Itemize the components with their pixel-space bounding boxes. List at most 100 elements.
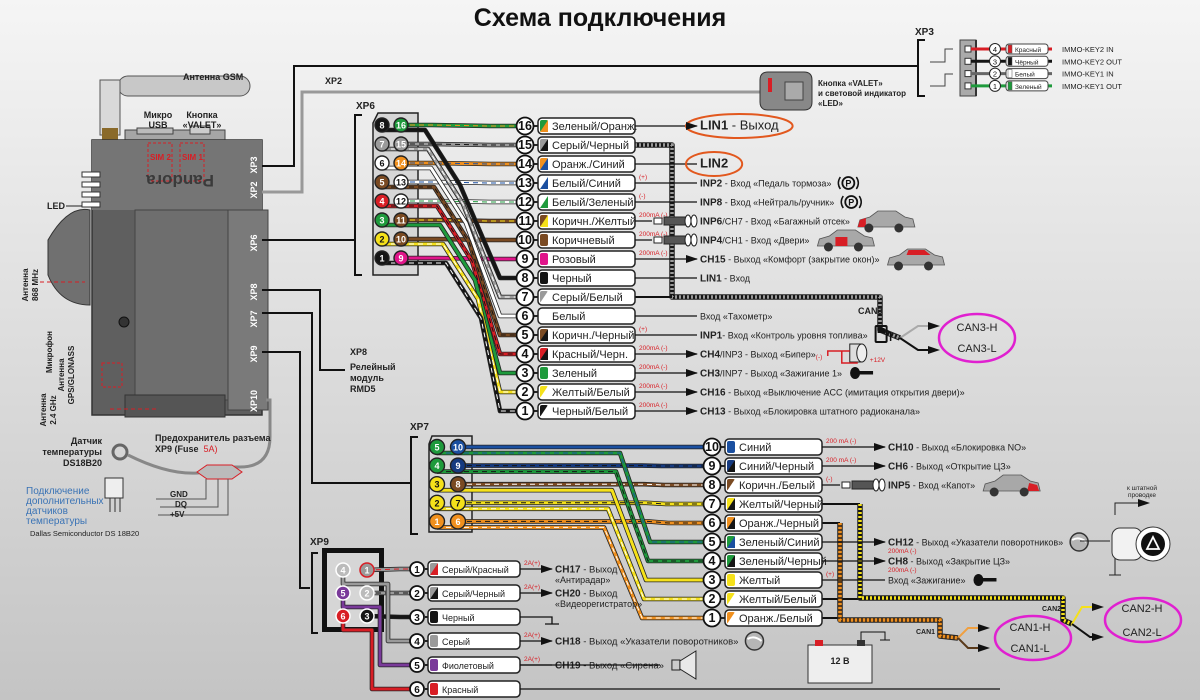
function-description: CH20 - Выход <box>555 589 618 600</box>
xp2-label: XP2 <box>325 76 342 86</box>
port-xp8-label: XP8 <box>249 283 259 300</box>
connector-pin <box>449 494 467 511</box>
connector-pin-number: 5 <box>434 443 439 453</box>
current-rating-note: 200mA (-) <box>639 383 668 390</box>
current-rating-note: 2A(+) <box>524 632 540 639</box>
pin-number: 5 <box>709 535 716 549</box>
pin-number-badge <box>702 513 722 533</box>
connector-pin-number: 12 <box>396 197 406 207</box>
connector-pin-number: 2 <box>364 589 369 599</box>
wire-color-name: Желтый <box>739 575 780 587</box>
pin-number-badge <box>702 551 722 571</box>
channel-function: «Видеорегистратор» <box>555 599 642 609</box>
channel-code: CH8 <box>888 557 908 568</box>
pin-number-badge <box>515 401 535 421</box>
pin-number: 12 <box>518 195 532 209</box>
led-indicator <box>81 191 101 198</box>
xp7-wire-1 <box>437 525 705 621</box>
channel-code: CH20 <box>555 589 581 600</box>
connector-pin-number: 7 <box>455 498 460 508</box>
arrow-icon <box>928 322 940 330</box>
key-icon <box>973 574 997 586</box>
pin-number: 7 <box>522 290 529 304</box>
function-description: INP6/CH7 - Вход «Багажный отсек» <box>700 217 850 228</box>
pin-number: 11 <box>518 214 531 228</box>
wire-color-chip <box>727 441 735 453</box>
xp7-label: XP7 <box>410 422 429 433</box>
pin-number-badge <box>409 561 425 577</box>
arrow-icon <box>1092 633 1104 641</box>
extra-sensors-label: Подключение <box>26 486 90 497</box>
xp6-wire-5 <box>382 184 518 338</box>
pin-number: 2 <box>414 589 420 600</box>
microphone-label: Микрофон <box>45 331 54 373</box>
immo-signal-label: IMMO-KEY1 IN <box>1062 70 1114 79</box>
current-rating-note: 200mA (-) <box>639 212 668 219</box>
connector-pin <box>393 117 409 133</box>
function-description: CH19 - Выход «Сирена» <box>555 661 664 672</box>
connector-pin <box>428 438 446 456</box>
connector-pin-number: 8 <box>455 480 460 490</box>
pin-number: 2 <box>993 70 997 79</box>
xp6-wire-9 <box>401 255 518 262</box>
pin-number-badge <box>515 230 535 250</box>
fuse-label: Предохранитель разъема <box>155 433 271 443</box>
brake-icon: P <box>837 176 860 190</box>
xp8-label: XP8 <box>350 347 367 357</box>
pin-number-badge <box>515 249 535 269</box>
channel-function: - Выход «Закрытие ЦЗ» <box>908 557 1010 567</box>
xp7-wire-2 <box>437 506 705 602</box>
port-xp10-label: XP10 <box>249 390 259 412</box>
pin-number: 9 <box>709 459 716 473</box>
arrow-icon <box>874 538 886 546</box>
extra-sensors-label: датчиков <box>26 506 68 517</box>
current-rating-note: 200mA (-) <box>888 567 917 574</box>
battery-voltage-label: 12 В <box>830 656 850 666</box>
wire-color-name: Коричн./Черный <box>552 330 634 342</box>
car-door-icon <box>816 229 875 252</box>
key-icon <box>850 367 874 379</box>
function-description: INP2 - Вход «Педаль тормоза» <box>700 179 831 190</box>
channel-function: - Вход «Контроль уровня топлива» <box>722 331 867 341</box>
xp7-wire-7 <box>458 500 705 507</box>
xp9-label: XP9 <box>310 537 329 548</box>
wire-color-chip <box>540 310 548 322</box>
antenna-868-label: 868 MHz <box>31 269 40 301</box>
connector-pin <box>374 250 390 266</box>
pin-number-badge <box>515 287 535 307</box>
connector-pin <box>359 562 375 578</box>
current-rating-note: 200mA (-) <box>639 345 668 352</box>
channel-function: - Вход «Педаль тормоза» <box>722 179 831 189</box>
channel-function: - Выход «Блокировка NO» <box>914 443 1027 453</box>
wire-color-name: Красный <box>1015 46 1042 54</box>
pin-number-badge <box>515 173 535 193</box>
pin-number-badge <box>702 589 722 609</box>
wire-color-name: Оранж./Белый <box>739 613 813 625</box>
pin-number-badge <box>515 325 535 345</box>
xp6-wire-2 <box>382 241 518 395</box>
hazard-button-icon <box>1080 502 1171 576</box>
wire-color-chip <box>727 574 735 586</box>
can1-l-label: CAN1-L <box>1010 643 1049 655</box>
xp9-wire-1 <box>366 566 410 573</box>
arrow-icon <box>874 443 886 451</box>
pin-number: 9 <box>522 252 529 266</box>
connector-pin-number: 2 <box>379 235 384 245</box>
channel-function: - Выход «Открытие ЦЗ» <box>908 462 1011 472</box>
channel-function: - Выход «Указатели поворотников» <box>914 538 1064 548</box>
beeper-icon <box>827 343 868 364</box>
valet-label: «VALET» <box>183 120 222 130</box>
channel-function: /CH1 - Вход «Двери» <box>722 236 809 246</box>
connector-pin <box>374 174 390 190</box>
hazard-note: к штатной <box>1127 484 1157 492</box>
function-description: CH3/INP7 - Выход «Зажигание 1» <box>700 369 842 380</box>
sim2-label: SIM 2 <box>150 153 171 162</box>
connector-pin-number: 15 <box>396 140 406 150</box>
wire-color-label-box <box>724 609 823 627</box>
channel-code: LIN1 <box>700 118 728 133</box>
